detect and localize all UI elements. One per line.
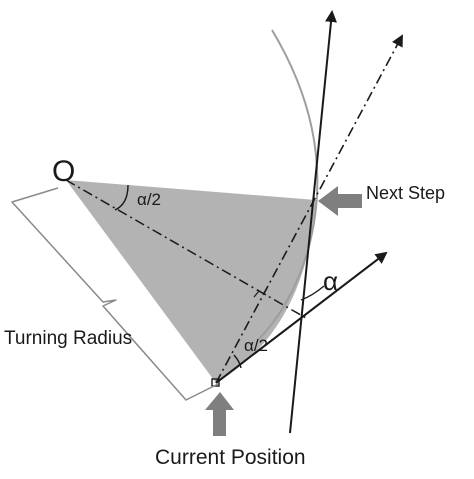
center-label-O: O bbox=[52, 155, 75, 188]
turning-radius-label: Turning Radius bbox=[4, 328, 132, 349]
turning-sector bbox=[66, 180, 316, 383]
current-heading-line bbox=[215, 251, 388, 384]
alpha-label: α bbox=[323, 266, 338, 296]
next-step-label: Next Step bbox=[366, 183, 445, 203]
heading-line-vertical bbox=[289, 10, 337, 434]
turning-arc bbox=[257, 29, 319, 341]
chord-direction-line bbox=[215, 34, 403, 384]
bisector-line bbox=[65, 179, 307, 319]
half-angle-label-bottom: α/2 bbox=[244, 336, 268, 355]
next-step-pointer-arrow bbox=[318, 186, 362, 216]
current-position-label: Current Position bbox=[155, 446, 306, 469]
turning-radius-bracket bbox=[11, 187, 219, 401]
right-angle-marker bbox=[253, 290, 267, 298]
current-position-pointer-arrow bbox=[205, 392, 234, 436]
half-angle-label-top: α/2 bbox=[137, 190, 161, 209]
alpha-angle-arc bbox=[300, 285, 325, 301]
half-angle-arc-bottom bbox=[233, 354, 242, 369]
half-angle-arc-top bbox=[114, 184, 129, 211]
